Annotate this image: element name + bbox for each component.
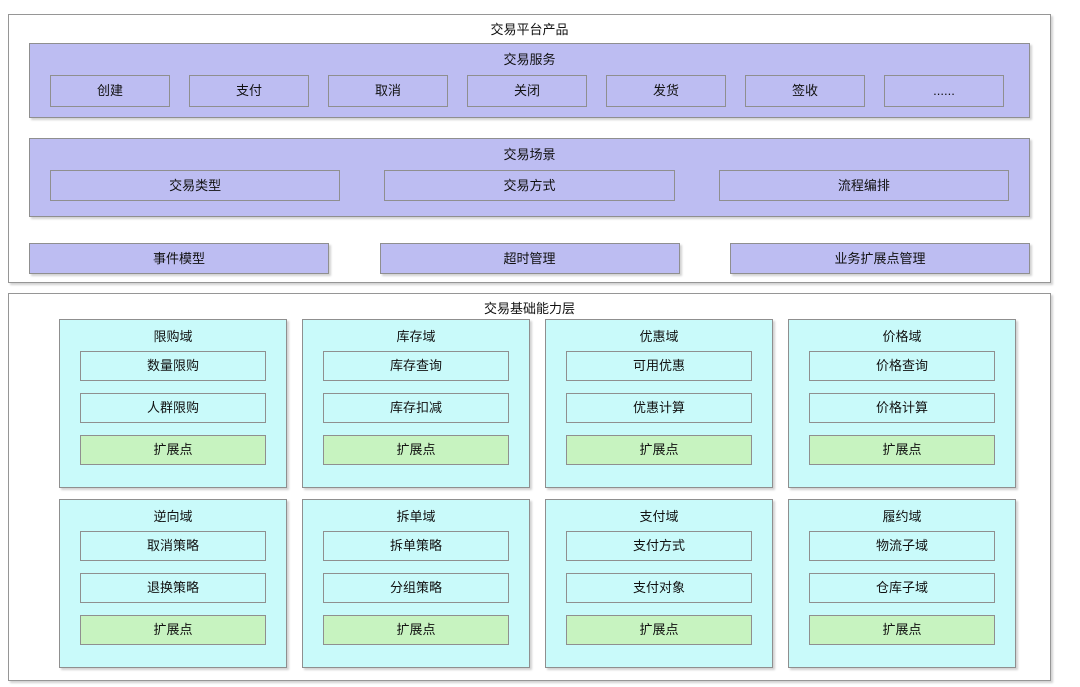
trade-scene-title: 交易场景: [503, 147, 556, 162]
trade-service-title: 交易服务: [503, 52, 556, 67]
service-item: 取消: [328, 75, 448, 107]
domain-card: 逆向域取消策略退换策略扩展点: [59, 499, 287, 668]
service-item: 支付: [189, 75, 309, 107]
scene-item: 交易方式: [384, 170, 675, 201]
extension-point-item: 扩展点: [809, 615, 995, 645]
domain-card: 拆单域拆单策略分组策略扩展点: [302, 499, 530, 668]
capability-bar: 事件模型: [29, 243, 329, 274]
domain-title: 库存域: [396, 329, 436, 344]
domain-title: 优惠域: [639, 329, 679, 344]
trade-base-capability-box: 交易基础能力层 限购域数量限购人群限购扩展点库存域库存查询库存扣减扩展点优惠域可…: [8, 293, 1051, 681]
domain-row-1: 限购域数量限购人群限购扩展点库存域库存查询库存扣减扩展点优惠域可用优惠优惠计算扩…: [59, 319, 1017, 488]
domain-title: 限购域: [153, 329, 193, 344]
trade-service-items: 创建支付取消关闭发货签收......: [50, 75, 1009, 107]
domain-title: 支付域: [639, 509, 679, 524]
extension-point-item: 扩展点: [323, 435, 509, 465]
domain-item: 库存查询: [323, 351, 509, 381]
trade-scene-items: 交易类型 交易方式 流程编排: [50, 170, 1009, 201]
domain-item: 支付对象: [566, 573, 752, 603]
domain-item: 分组策略: [323, 573, 509, 603]
domain-card: 履约域物流子域仓库子域扩展点: [788, 499, 1016, 668]
domain-title: 逆向域: [153, 509, 193, 524]
platform-capability-bars: 事件模型 超时管理 业务扩展点管理: [29, 243, 1030, 274]
domain-item: 物流子域: [809, 531, 995, 561]
extension-point-item: 扩展点: [566, 615, 752, 645]
trade-scene-band: 交易场景 交易类型 交易方式 流程编排: [29, 138, 1030, 217]
service-item: 关闭: [467, 75, 587, 107]
domain-item: 仓库子域: [809, 573, 995, 603]
domain-item: 价格查询: [809, 351, 995, 381]
domain-item: 可用优惠: [566, 351, 752, 381]
capability-bar: 业务扩展点管理: [730, 243, 1030, 274]
domain-item: 优惠计算: [566, 393, 752, 423]
domain-title: 履约域: [882, 509, 922, 524]
extension-point-item: 扩展点: [809, 435, 995, 465]
extension-point-item: 扩展点: [566, 435, 752, 465]
service-item: 发货: [606, 75, 726, 107]
bottom-section-title: 交易基础能力层: [483, 301, 575, 316]
trade-service-band: 交易服务 创建支付取消关闭发货签收......: [29, 43, 1030, 118]
domain-item: 支付方式: [566, 531, 752, 561]
trade-platform-product-box: 交易平台产品 交易服务 创建支付取消关闭发货签收...... 交易场景 交易类型…: [8, 14, 1051, 283]
extension-point-item: 扩展点: [323, 615, 509, 645]
extension-point-item: 扩展点: [80, 435, 266, 465]
extension-point-item: 扩展点: [80, 615, 266, 645]
scene-item: 流程编排: [718, 170, 1009, 201]
domain-item: 取消策略: [80, 531, 266, 561]
domain-card: 价格域价格查询价格计算扩展点: [788, 319, 1016, 488]
domain-item: 拆单策略: [323, 531, 509, 561]
domain-row-2: 逆向域取消策略退换策略扩展点拆单域拆单策略分组策略扩展点支付域支付方式支付对象扩…: [59, 499, 1017, 668]
domain-item: 人群限购: [80, 393, 266, 423]
service-item: 签收: [745, 75, 865, 107]
domain-item: 价格计算: [809, 393, 995, 423]
domain-item: 数量限购: [80, 351, 266, 381]
domain-item: 退换策略: [80, 573, 266, 603]
top-section-title: 交易平台产品: [490, 22, 569, 37]
domain-title: 价格域: [882, 329, 922, 344]
service-item: 创建: [50, 75, 170, 107]
domain-card: 支付域支付方式支付对象扩展点: [545, 499, 773, 668]
scene-item: 交易类型: [50, 170, 341, 201]
domain-card: 库存域库存查询库存扣减扩展点: [302, 319, 530, 488]
domain-card: 优惠域可用优惠优惠计算扩展点: [545, 319, 773, 488]
service-item: ......: [884, 75, 1004, 107]
domain-item: 库存扣减: [323, 393, 509, 423]
domain-title: 拆单域: [396, 509, 436, 524]
capability-bar: 超时管理: [379, 243, 680, 274]
domain-card: 限购域数量限购人群限购扩展点: [59, 319, 287, 488]
